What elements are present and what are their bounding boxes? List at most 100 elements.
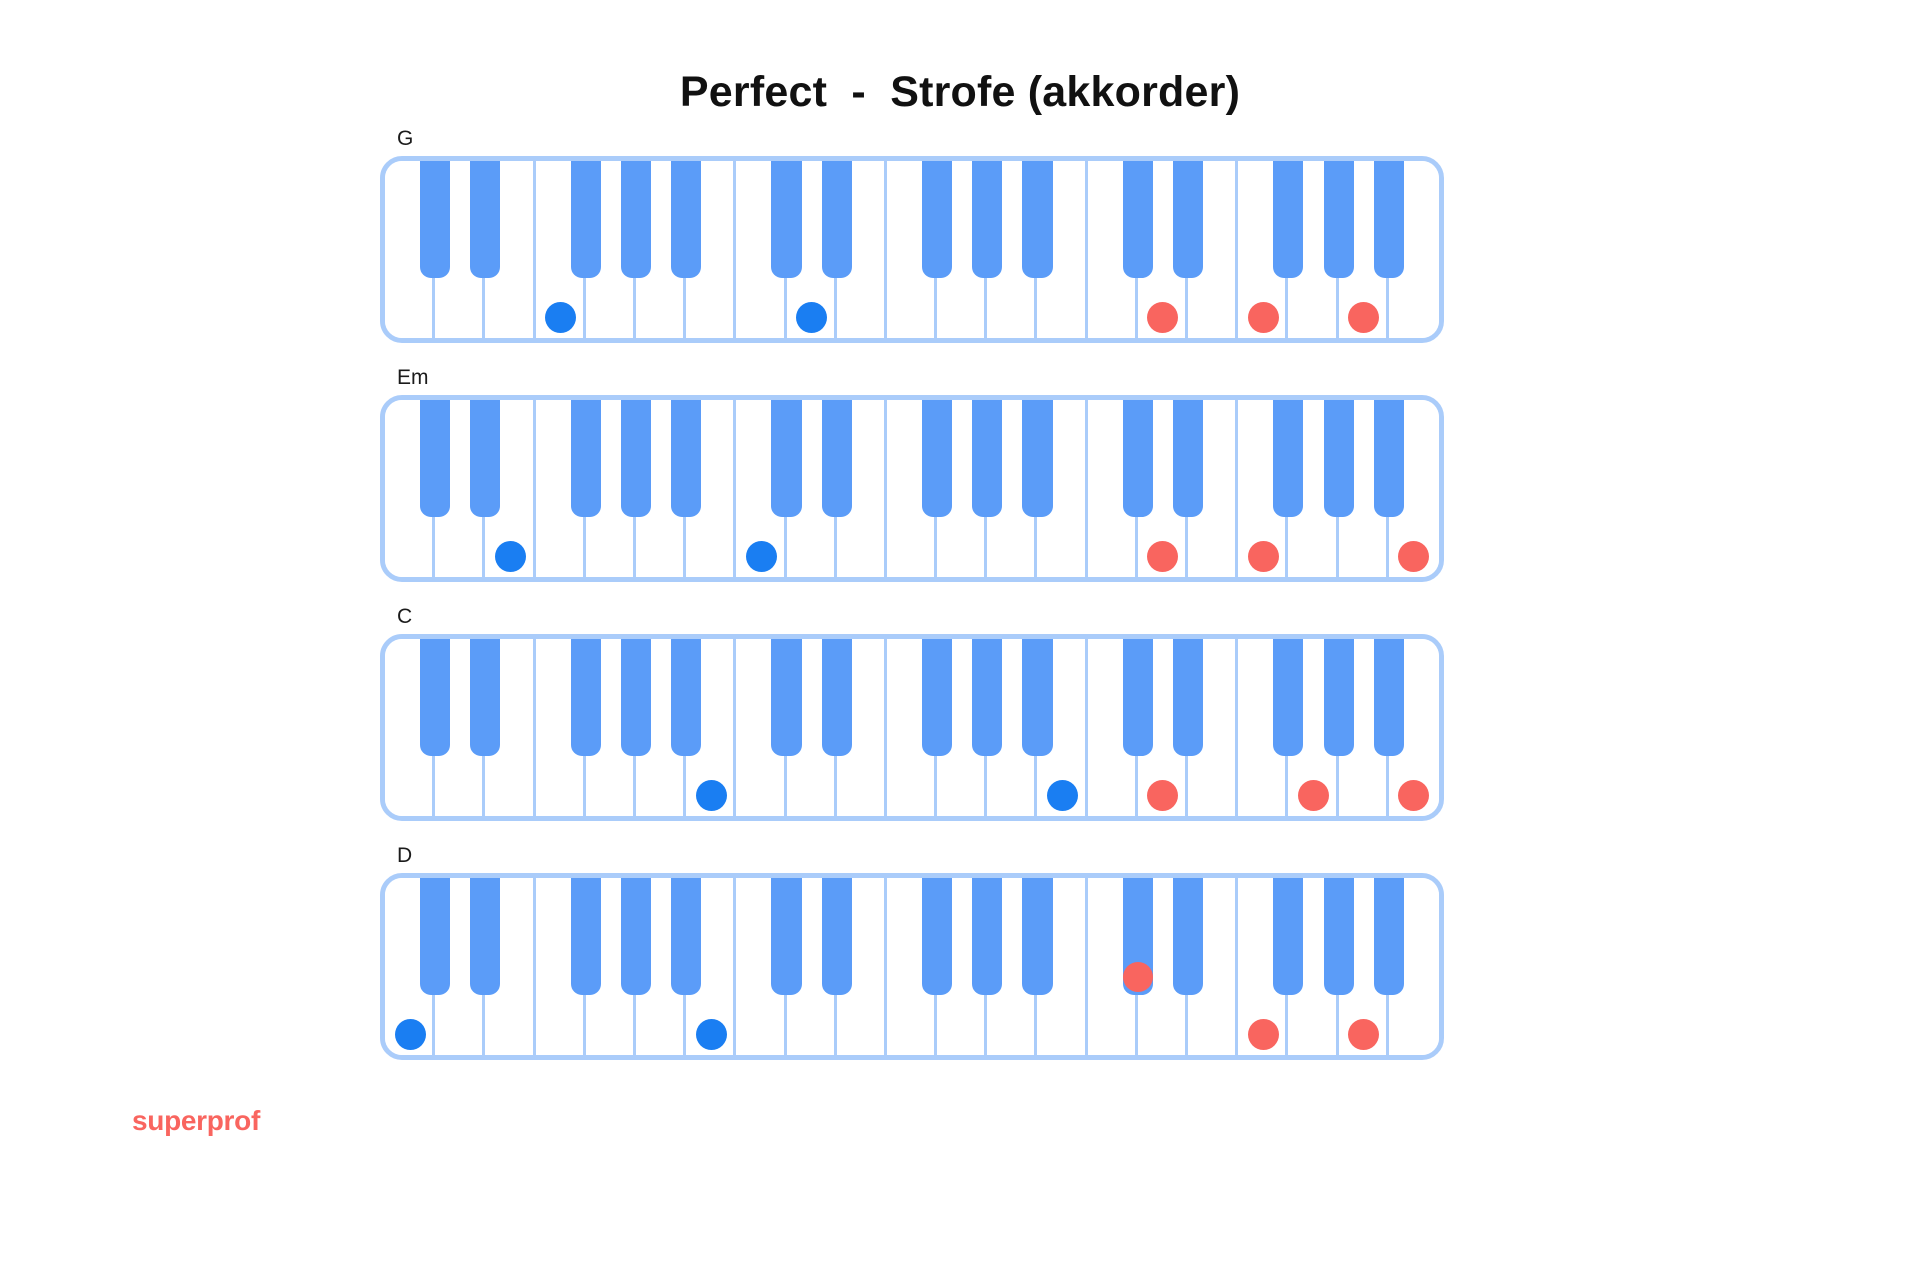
white-keys-layer (385, 878, 1439, 1055)
piano-keyboard[interactable] (380, 156, 1444, 343)
black-key[interactable] (671, 400, 702, 517)
black-key[interactable] (620, 161, 651, 278)
black-key[interactable] (1273, 161, 1304, 278)
note-marker-red (1348, 302, 1380, 333)
note-marker-blue (494, 541, 526, 572)
black-key[interactable] (620, 878, 651, 995)
black-keys-layer (385, 400, 1439, 577)
note-markers-layer (385, 639, 1439, 816)
black-key[interactable] (972, 878, 1003, 995)
black-key[interactable] (570, 400, 601, 517)
black-key[interactable] (1373, 161, 1404, 278)
black-key[interactable] (1172, 878, 1204, 995)
black-key[interactable] (620, 639, 651, 756)
chord-block-d: D (380, 843, 1455, 1060)
page-title: Perfect - Strofe (akkorder) (679, 68, 1241, 116)
black-key[interactable] (1122, 639, 1153, 756)
black-key[interactable] (922, 639, 953, 756)
black-key[interactable] (1022, 878, 1053, 995)
chord-label: Em (397, 366, 429, 389)
black-key[interactable] (620, 400, 651, 517)
black-key[interactable] (570, 639, 601, 756)
black-key[interactable] (922, 161, 953, 278)
note-marker-red (1147, 780, 1179, 811)
superprof-logo: superprof (132, 1105, 260, 1136)
note-marker-red (1398, 541, 1430, 572)
black-keys-layer (385, 639, 1439, 816)
black-key[interactable] (1273, 400, 1304, 517)
note-marker-red (1122, 962, 1153, 992)
note-marker-blue (394, 1019, 426, 1050)
black-key[interactable] (771, 639, 802, 756)
black-key[interactable] (771, 400, 802, 517)
black-key[interactable] (1323, 400, 1354, 517)
note-marker-red (1147, 541, 1179, 572)
black-key[interactable] (1122, 161, 1153, 278)
black-key[interactable] (821, 878, 852, 995)
black-key[interactable] (771, 161, 802, 278)
black-key[interactable] (1323, 878, 1354, 995)
note-marker-red (1247, 302, 1279, 333)
black-key[interactable] (570, 878, 601, 995)
black-key[interactable] (821, 161, 852, 278)
chord-label: C (397, 605, 413, 628)
note-markers-layer (385, 161, 1439, 338)
black-key[interactable] (821, 400, 852, 517)
note-markers-layer (385, 878, 1439, 1055)
black-key[interactable] (972, 161, 1003, 278)
black-key[interactable] (1273, 878, 1304, 995)
black-key[interactable] (1373, 639, 1404, 756)
black-key[interactable] (470, 878, 501, 995)
black-key[interactable] (1373, 400, 1404, 517)
black-key[interactable] (420, 400, 451, 517)
black-key[interactable] (972, 400, 1003, 517)
black-key[interactable] (1022, 639, 1053, 756)
black-key[interactable] (821, 639, 852, 756)
black-key[interactable] (1323, 161, 1354, 278)
note-marker-red (1398, 780, 1430, 811)
black-key[interactable] (420, 639, 451, 756)
black-key[interactable] (671, 639, 702, 756)
note-marker-red (1348, 1019, 1380, 1050)
black-key[interactable] (420, 878, 451, 995)
black-key[interactable] (470, 161, 501, 278)
note-marker-red (1247, 1019, 1279, 1050)
chord-block-c: C (380, 604, 1455, 821)
black-key[interactable] (420, 161, 451, 278)
note-marker-blue (695, 780, 727, 811)
black-key[interactable] (1172, 161, 1204, 278)
black-key[interactable] (771, 878, 802, 995)
black-key[interactable] (1172, 400, 1204, 517)
chord-label: D (397, 844, 413, 867)
black-keys-layer (385, 161, 1439, 338)
black-key[interactable] (922, 878, 953, 995)
note-marker-red (1247, 541, 1279, 572)
black-key[interactable] (1022, 400, 1053, 517)
black-key[interactable] (470, 400, 501, 517)
black-key[interactable] (570, 161, 601, 278)
note-marker-blue (745, 541, 777, 572)
note-marker-blue (796, 302, 828, 333)
piano-keyboard[interactable] (380, 873, 1444, 1060)
black-key[interactable] (1122, 400, 1153, 517)
black-key[interactable] (1172, 639, 1204, 756)
black-key[interactable] (470, 639, 501, 756)
chord-label: G (397, 127, 414, 150)
note-markers-layer (385, 400, 1439, 577)
piano-keyboard[interactable] (380, 395, 1444, 582)
black-key[interactable] (1373, 878, 1404, 995)
black-key[interactable] (671, 878, 702, 995)
black-key[interactable] (972, 639, 1003, 756)
black-key[interactable] (1022, 161, 1053, 278)
chord-block-g: G (380, 126, 1455, 343)
note-marker-blue (695, 1019, 727, 1050)
piano-keyboard[interactable] (380, 634, 1444, 821)
black-key[interactable] (922, 400, 953, 517)
note-marker-blue (545, 302, 577, 333)
black-key[interactable] (671, 161, 702, 278)
note-marker-red (1298, 780, 1330, 811)
black-key[interactable] (1323, 639, 1354, 756)
black-key[interactable] (1273, 639, 1304, 756)
